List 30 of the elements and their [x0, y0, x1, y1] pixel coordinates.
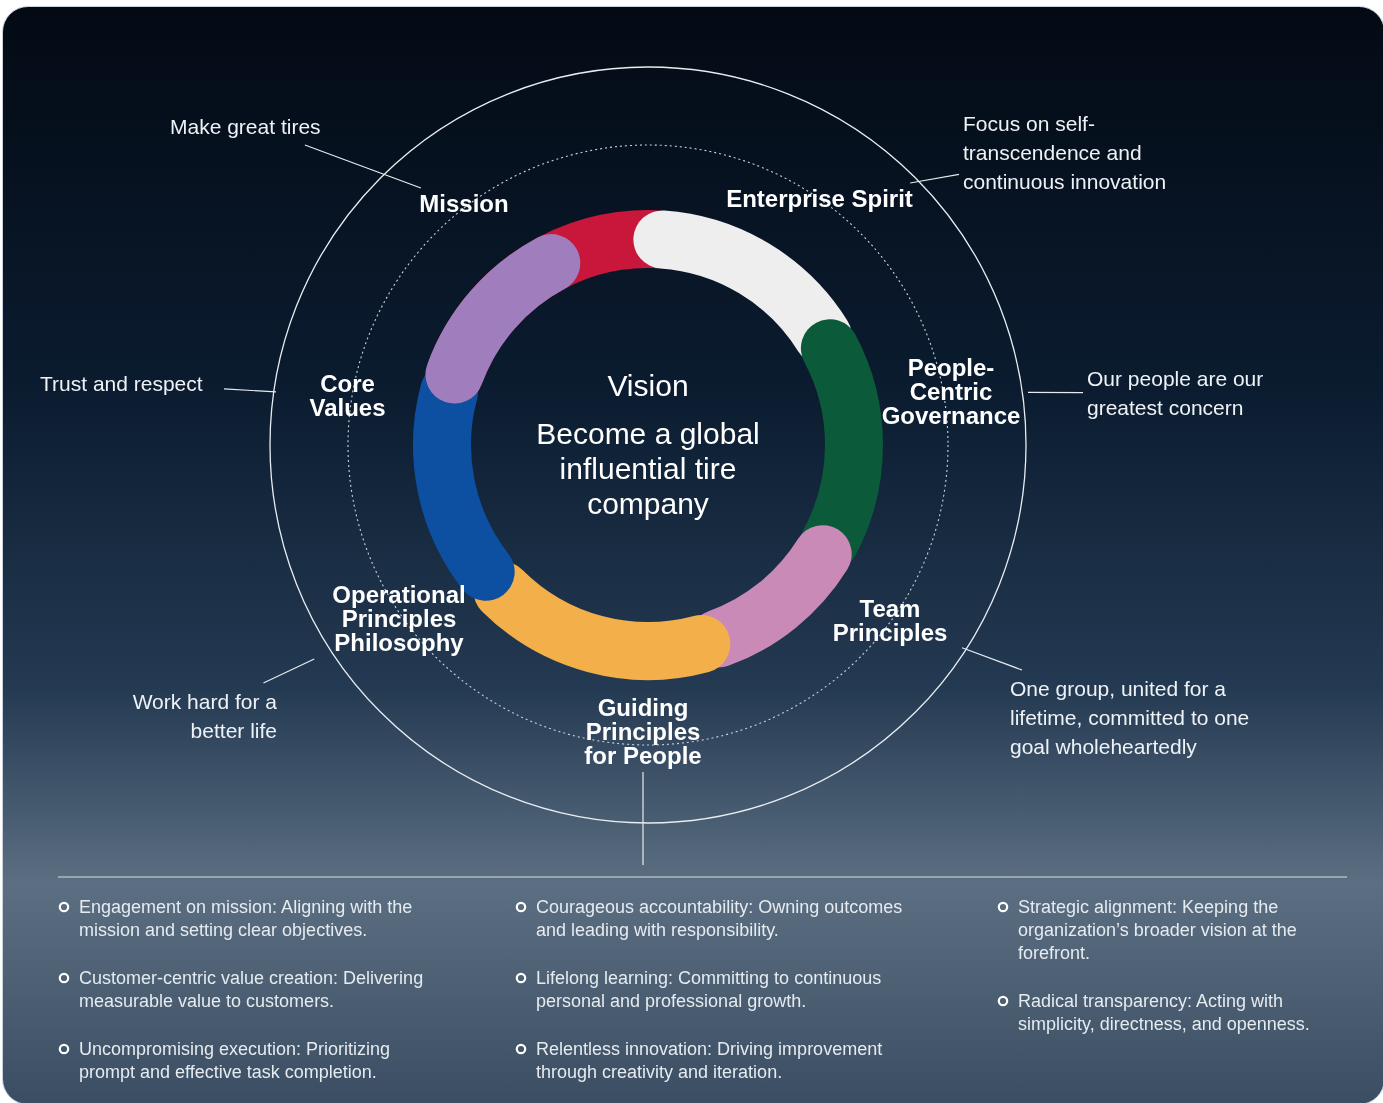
vision-statement: Become a global influential tire company	[535, 416, 761, 521]
callout-text: Our people are our greatest concern	[1087, 364, 1287, 422]
callout-text: One group, united for a lifetime, committed to one goal wholeheartedly	[1010, 674, 1290, 761]
segment-label: Enterprise Spirit	[712, 187, 927, 211]
leader-line	[961, 647, 1023, 671]
list-item-text: Engagement on mission: Aligning with the mission and setting clear objectives.	[79, 896, 414, 942]
leader-line	[262, 658, 315, 684]
callout-text: Trust and respect	[40, 369, 220, 398]
callout-text: Focus on self-transcendence and continuous innovation	[963, 109, 1203, 196]
list-item-text: Courageous accountability: Owning outcomes and leading with responsibility.	[536, 896, 904, 942]
list-item-text: Uncompromising execution: Prioritizing prompt and effective task completion.	[79, 1038, 392, 1084]
segment-label: Guiding Principles for People	[568, 696, 718, 768]
heading-text: Vision	[607, 368, 689, 404]
segment-label: Operational Principles Philosophy	[318, 583, 480, 655]
leader-line	[304, 144, 422, 189]
segment-label: People-Centric Governance	[878, 356, 1024, 428]
list-item-text: Relentless innovation: Driving improvement through creativity and iteration.	[536, 1038, 884, 1084]
list-item-text: Customer-centric value creation: Delivering measurable value to customers.	[79, 967, 425, 1013]
segment-label: Core Values	[280, 372, 415, 420]
segment-label: Team Principles	[822, 597, 958, 645]
callout-text: Work hard for a better life	[110, 687, 277, 745]
leader-line	[223, 388, 277, 393]
callout-text: Make great tires	[170, 112, 340, 141]
leader-line	[909, 173, 960, 184]
leader-line	[1027, 391, 1084, 394]
segment-label: Mission	[408, 192, 520, 216]
list-item-text: Radical transparency: Acting with simplicity, directness, and openness.	[1018, 990, 1311, 1036]
list-item-text: Lifelong learning: Committing to continuous personal and professional growth.	[536, 967, 883, 1013]
leader-line	[642, 771, 644, 866]
list-item-text: Strategic alignment: Keeping the organization’s broader vision at the forefront.	[1018, 896, 1298, 965]
